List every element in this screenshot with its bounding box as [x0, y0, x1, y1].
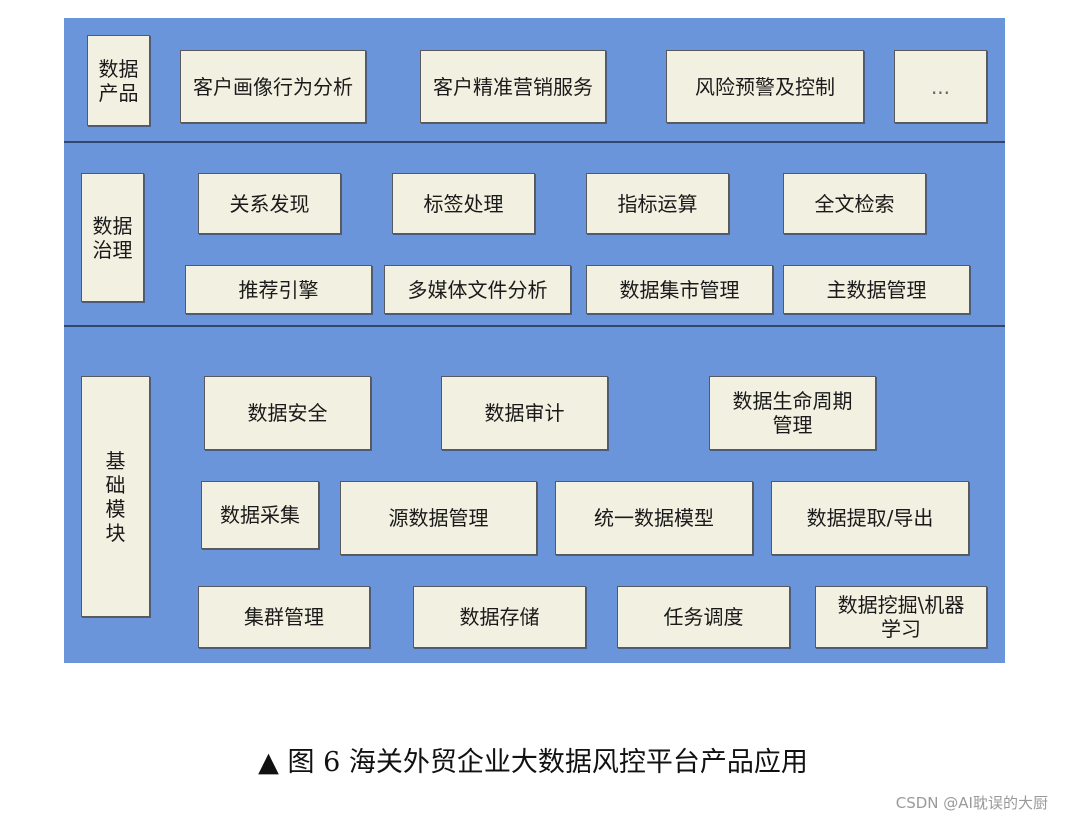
- module-box: 风险预警及控制: [666, 50, 864, 123]
- module-box: 客户画像行为分析: [180, 50, 366, 123]
- module-box-ellipsis: ...: [894, 50, 987, 123]
- section-label-products: 数据 产品: [87, 35, 150, 126]
- module-box: 推荐引擎: [185, 265, 372, 314]
- section-label-foundation: 基 础 模 块: [81, 376, 150, 617]
- module-box: 数据采集: [201, 481, 319, 549]
- module-box: 数据提取/导出: [771, 481, 969, 555]
- section-separator: [64, 141, 1005, 143]
- module-box: 统一数据模型: [555, 481, 753, 555]
- architecture-diagram: 数据 产品 客户画像行为分析 客户精准营销服务 风险预警及控制 ... 数据 治…: [64, 18, 1005, 663]
- module-box: 数据存储: [413, 586, 586, 648]
- section-label-governance: 数据 治理: [81, 173, 144, 302]
- module-box: 多媒体文件分析: [384, 265, 571, 314]
- module-box: 数据安全: [204, 376, 371, 450]
- module-box: 数据集市管理: [586, 265, 773, 314]
- module-box: 数据挖掘\机器 学习: [815, 586, 987, 648]
- module-box: 全文检索: [783, 173, 926, 234]
- module-box: 标签处理: [392, 173, 535, 234]
- watermark: CSDN @AI耽误的大厨: [895, 794, 1048, 812]
- module-box: 关系发现: [198, 173, 341, 234]
- module-box: 任务调度: [617, 586, 790, 648]
- module-box: 源数据管理: [340, 481, 537, 555]
- module-box: 指标运算: [586, 173, 729, 234]
- figure-caption: ▲ 图 6 海关外贸企业大数据风控平台产品应用: [258, 747, 808, 778]
- module-box: 主数据管理: [783, 265, 970, 314]
- module-box: 客户精准营销服务: [420, 50, 606, 123]
- module-box: 集群管理: [198, 586, 370, 648]
- section-separator: [64, 325, 1005, 327]
- module-box: 数据审计: [441, 376, 608, 450]
- module-box: 数据生命周期 管理: [709, 376, 876, 450]
